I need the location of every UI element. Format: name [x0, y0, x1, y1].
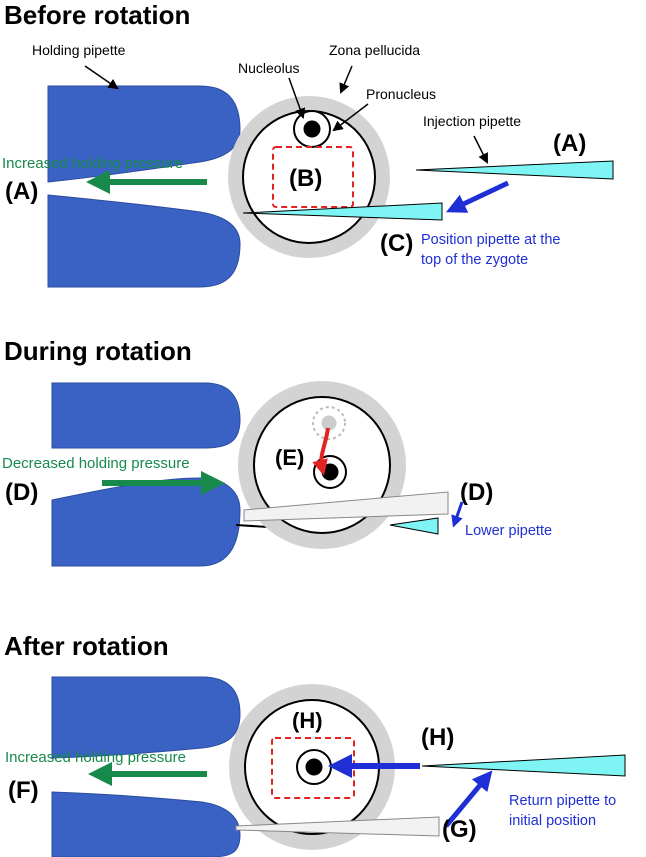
- holding-pipette: [47, 85, 241, 288]
- move-arrow-g: [444, 770, 493, 828]
- nucleolus-ghost: [321, 415, 337, 431]
- injection-pipette-ghost-after: [235, 816, 440, 837]
- dashed-region-b: [272, 146, 354, 208]
- zygote-during: [238, 381, 406, 549]
- tag-e: (E): [275, 445, 304, 470]
- leader-zona: [339, 65, 353, 94]
- pressure-text-during: Decreased holding pressure: [2, 455, 190, 472]
- tag-h-right: (H): [421, 724, 454, 751]
- injection-pipette-returned: [421, 754, 626, 777]
- tag-d-left: (D): [5, 479, 38, 506]
- step-text-g-line2: initial position: [509, 813, 596, 829]
- panel-after-rotation: After rotation (H) (H) (F) (G) Increased…: [4, 631, 626, 857]
- nucleolus: [303, 120, 321, 138]
- label-injection-pipette: Injection pipette: [423, 113, 521, 129]
- tag-a-right: (A): [553, 130, 586, 157]
- leader-pronucleus: [332, 103, 369, 132]
- pressure-text-after: Increased holding pressure: [5, 749, 186, 766]
- injection-pipette-lowered: [242, 202, 443, 221]
- tag-g: (G): [442, 816, 477, 843]
- tag-b: (B): [289, 165, 322, 192]
- step-text-c-line2: top of the zygote: [421, 252, 528, 268]
- step-text-c-line1: Position pipette at the: [421, 232, 560, 248]
- pressure-text-before: Increased holding pressure: [2, 155, 183, 172]
- panel-title-during: During rotation: [4, 336, 192, 366]
- injection-pipette-ghost-during: [243, 491, 449, 522]
- label-holding-pipette: Holding pipette: [32, 42, 126, 58]
- injection-pipette-lowered-during: [389, 517, 439, 535]
- label-zona-pellucida: Zona pellucida: [329, 42, 420, 58]
- move-arrow-c: [445, 180, 510, 213]
- label-pronucleus: Pronucleus: [366, 86, 436, 102]
- leader-holding-pipette: [84, 65, 119, 90]
- step-text-d: Lower pipette: [465, 523, 552, 539]
- holding-pipette-after: [51, 676, 241, 857]
- rotation-arrow-e: [312, 427, 330, 476]
- label-nucleolus: Nucleolus: [238, 60, 299, 76]
- tag-f: (F): [8, 777, 39, 804]
- panel-before-rotation: Before rotation Holding pipette Zona pel…: [2, 0, 614, 288]
- leader-nucleolus: [288, 77, 306, 119]
- leader-injection-pipette: [473, 135, 488, 164]
- holding-pipette-during: [51, 382, 241, 567]
- tag-a-left: (A): [5, 178, 38, 205]
- move-arrow-d: [451, 501, 464, 528]
- panel-title-after: After rotation: [4, 631, 169, 661]
- zygote-after: [229, 684, 395, 850]
- nucleolus-after: [305, 758, 323, 776]
- nucleolus-during: [321, 463, 339, 481]
- panel-title-before: Before rotation: [4, 0, 190, 30]
- panel-during-rotation: During rotation (E) (D) (D) Decreased ho…: [2, 336, 552, 567]
- step-text-g-line1: Return pipette to: [509, 793, 616, 809]
- tag-d-right: (D): [460, 479, 493, 506]
- injection-pipette-initial: [415, 160, 614, 180]
- tag-c: (C): [380, 230, 413, 257]
- tag-h-inner: (H): [292, 708, 323, 733]
